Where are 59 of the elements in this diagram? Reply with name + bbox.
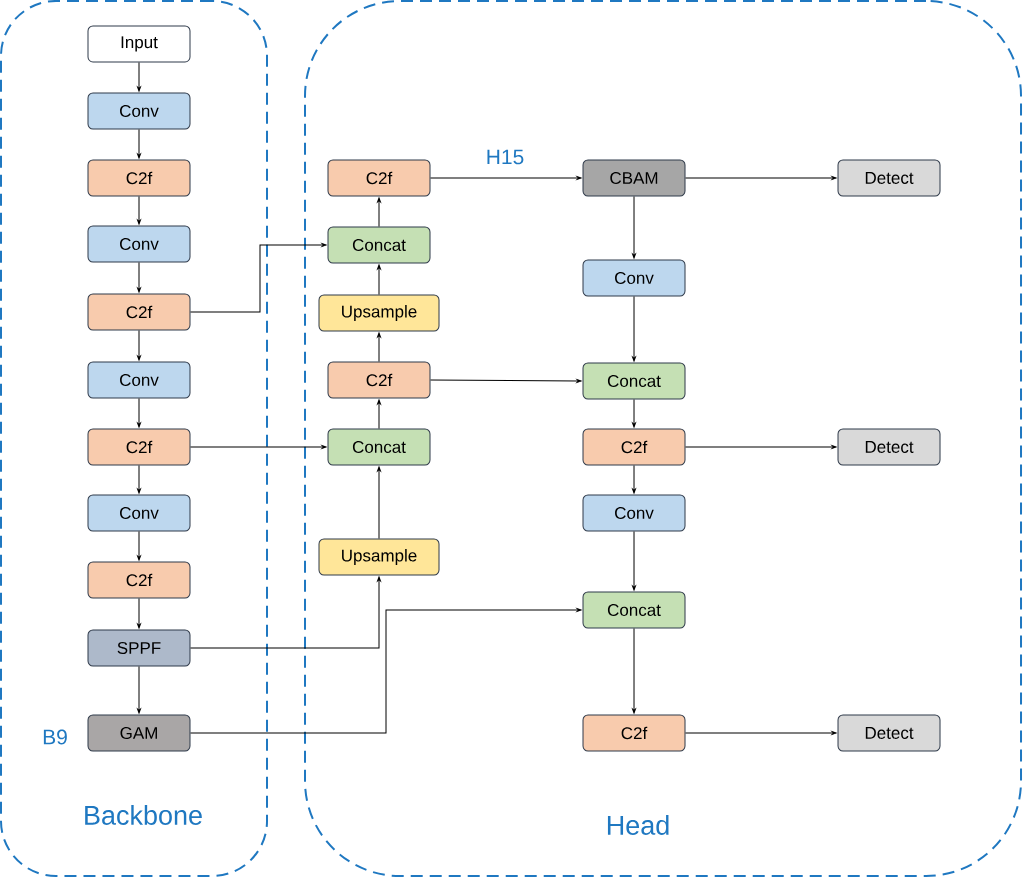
arrow bbox=[632, 465, 636, 494]
arrow bbox=[137, 262, 141, 293]
arrow bbox=[190, 576, 381, 649]
layer-box: Conv bbox=[87, 92, 191, 130]
arrow bbox=[377, 332, 381, 362]
layer-box: C2f bbox=[87, 561, 191, 599]
arrow bbox=[632, 531, 636, 591]
arrow bbox=[632, 628, 636, 714]
arrow bbox=[190, 608, 582, 734]
arrow bbox=[137, 465, 141, 494]
layer-box: C2f bbox=[87, 428, 191, 466]
arrow bbox=[632, 296, 636, 362]
layer-box: Conv bbox=[87, 361, 191, 399]
layer-box: Conv bbox=[582, 259, 686, 297]
layer-box: Conv bbox=[582, 494, 686, 532]
layer-box: SPPF bbox=[87, 629, 191, 667]
layer-box: Concat bbox=[582, 362, 686, 400]
layer-box: C2f bbox=[87, 159, 191, 197]
arrow bbox=[377, 264, 381, 295]
arrow bbox=[137, 62, 141, 92]
arrow bbox=[137, 398, 141, 428]
layer-box: C2f bbox=[582, 428, 686, 466]
arrow bbox=[137, 598, 141, 629]
arrow bbox=[377, 466, 381, 539]
edge-label: H15 bbox=[484, 148, 526, 166]
layer-box: C2f bbox=[582, 714, 686, 752]
layer-box: C2f bbox=[87, 293, 191, 331]
layer-box: Upsample bbox=[318, 538, 440, 576]
arrow bbox=[137, 196, 141, 225]
arrow bbox=[377, 197, 381, 227]
arrow bbox=[685, 176, 837, 180]
arrow bbox=[377, 399, 381, 429]
layer-box: Detect bbox=[837, 428, 941, 466]
arrow bbox=[137, 129, 141, 159]
arrow bbox=[685, 445, 837, 449]
layer-box: Concat bbox=[327, 428, 431, 466]
arrow bbox=[632, 196, 636, 259]
layer-box: Detect bbox=[837, 159, 941, 197]
layer-label: B9 bbox=[43, 729, 67, 745]
arrow bbox=[430, 379, 582, 383]
layer-box: Concat bbox=[327, 226, 431, 264]
arrow bbox=[190, 445, 327, 449]
arrow bbox=[685, 731, 837, 735]
arrow bbox=[137, 666, 141, 714]
layer-box: Detect bbox=[837, 714, 941, 752]
arrow bbox=[137, 330, 141, 361]
layer-box: Upsample bbox=[318, 294, 440, 332]
layer-box: Concat bbox=[582, 591, 686, 629]
layer-box: C2f bbox=[327, 361, 431, 399]
layer-box: CBAM bbox=[582, 159, 686, 197]
layer-box: Conv bbox=[87, 225, 191, 263]
arrow bbox=[430, 176, 582, 180]
layer-box: GAM bbox=[87, 714, 191, 752]
layer-box: Input bbox=[87, 25, 191, 63]
layer-box: Conv bbox=[87, 494, 191, 532]
arrow bbox=[632, 399, 636, 428]
arrow bbox=[190, 243, 327, 313]
arrow bbox=[137, 531, 141, 561]
layer-box: C2f bbox=[327, 159, 431, 197]
